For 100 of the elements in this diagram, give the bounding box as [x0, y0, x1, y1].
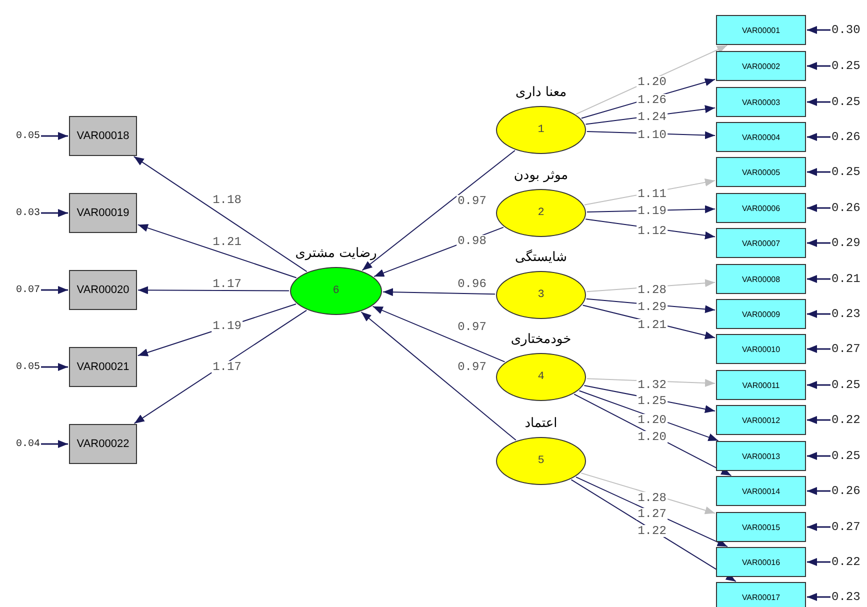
latent-name: خودمختاری — [510, 332, 572, 348]
indicator-box: VAR00021 — [69, 347, 137, 387]
error-value: 0.04 — [16, 438, 40, 450]
edge-label: 1.24 — [636, 111, 668, 123]
edge-label: 1.28 — [636, 492, 668, 504]
indicator-box: VAR00010 — [716, 334, 806, 364]
error-arrow — [41, 286, 68, 294]
edge-label: 1.21 — [636, 319, 668, 331]
error-value: 0.22 — [832, 556, 860, 568]
error-value: 0.26 — [832, 130, 860, 144]
edge-label: 1.28 — [636, 284, 668, 296]
edge-label: 1.12 — [636, 225, 668, 237]
error-value: 0.30 — [832, 24, 860, 36]
error-arrow — [807, 133, 830, 141]
latent-ellipse: 1 — [496, 106, 586, 154]
error-arrow — [807, 275, 830, 283]
edge-label: 1.19 — [636, 205, 668, 217]
error-value: 0.27 — [832, 520, 860, 534]
edge-label: 1.10 — [636, 129, 668, 141]
edge-label: 1.20 — [636, 76, 668, 88]
error-arrow — [41, 440, 68, 448]
error-value: 0.25 — [832, 450, 860, 462]
path-arrow — [133, 156, 308, 272]
error-value: 0.26 — [832, 202, 860, 214]
edge-label: 0.98 — [456, 235, 488, 247]
latent-ellipse: 4 — [496, 353, 586, 401]
edge-label: 1.25 — [636, 395, 668, 407]
latent-ellipse: 3 — [496, 271, 586, 319]
edge-label: 0.96 — [456, 278, 488, 290]
edge-label: 1.21 — [212, 236, 242, 248]
error-value: 0.23 — [832, 308, 860, 320]
error-value: 0.05 — [16, 130, 40, 142]
error-arrow — [807, 523, 830, 531]
edge-label: 0.97 — [456, 321, 488, 333]
indicator-box: VAR00019 — [69, 193, 137, 233]
indicator-box: VAR00007 — [716, 228, 806, 258]
error-value: 0.25 — [832, 166, 860, 178]
indicator-box: VAR00022 — [69, 424, 137, 464]
error-value: 0.25 — [832, 60, 860, 72]
error-value: 0.22 — [832, 414, 860, 426]
indicator-box: VAR00017 — [716, 582, 806, 607]
latent-ellipse: 6 — [290, 267, 382, 315]
edge-label: 0.97 — [456, 195, 488, 207]
edge-label: 1.20 — [636, 431, 668, 443]
latent-name: موثر بودن — [514, 168, 568, 184]
path-arrow — [372, 306, 506, 362]
error-value: 0.27 — [832, 342, 860, 356]
indicator-box: VAR00005 — [716, 157, 806, 187]
edge-label: 1.11 — [636, 188, 668, 200]
error-arrow — [807, 593, 830, 601]
indicator-box: VAR00014 — [716, 476, 806, 506]
indicator-box: VAR00013 — [716, 441, 806, 471]
latent-name: شایستگی — [515, 250, 567, 266]
edge-label: 1.20 — [636, 414, 668, 426]
error-arrow — [807, 98, 830, 106]
indicator-box: VAR00004 — [716, 122, 806, 152]
edge-label: 1.18 — [212, 194, 242, 206]
error-arrow — [807, 26, 830, 34]
path-arrow — [137, 224, 297, 278]
error-arrow — [807, 381, 830, 389]
error-value: 0.25 — [832, 378, 860, 392]
edge-label: 1.17 — [212, 361, 242, 373]
error-arrow — [807, 239, 830, 247]
error-arrow — [807, 62, 830, 70]
error-value: 0.29 — [832, 236, 860, 250]
indicator-box: VAR00015 — [716, 512, 806, 542]
indicator-box: VAR00020 — [69, 270, 137, 310]
latent-name: اعتماد — [524, 416, 558, 432]
indicator-box: VAR00011 — [716, 370, 806, 400]
edge-label: 1.22 — [636, 525, 668, 537]
indicator-box: VAR00001 — [716, 15, 806, 45]
indicator-box: VAR00012 — [716, 405, 806, 435]
error-arrow — [807, 558, 830, 566]
latent-name: معنا داری — [515, 85, 567, 101]
path-arrow — [134, 310, 308, 424]
indicator-box: VAR00003 — [716, 87, 806, 117]
path-arrow — [138, 286, 290, 294]
error-value: 0.07 — [16, 284, 40, 296]
error-value: 0.23 — [832, 590, 860, 604]
edge-label: 1.29 — [636, 301, 668, 313]
indicator-box: VAR00009 — [716, 299, 806, 329]
edge-label: 1.32 — [636, 379, 668, 391]
edge-label: 1.19 — [212, 320, 242, 332]
error-arrow — [41, 363, 68, 371]
error-arrow — [807, 345, 830, 353]
error-arrow — [807, 416, 830, 424]
error-arrow — [807, 204, 830, 212]
error-arrow — [41, 132, 68, 140]
error-arrow — [41, 209, 68, 217]
edge-label: 1.27 — [636, 508, 668, 520]
error-value: 0.21 — [832, 272, 860, 286]
error-arrow — [807, 310, 830, 318]
latent-ellipse: 5 — [496, 437, 586, 485]
path-arrow — [360, 311, 516, 441]
indicator-box: VAR00008 — [716, 264, 806, 294]
edge-label: 1.26 — [636, 94, 668, 106]
error-arrow — [807, 452, 830, 460]
indicator-box: VAR00018 — [69, 116, 137, 156]
error-value: 0.05 — [16, 360, 40, 374]
edge-label: 1.17 — [212, 278, 242, 290]
